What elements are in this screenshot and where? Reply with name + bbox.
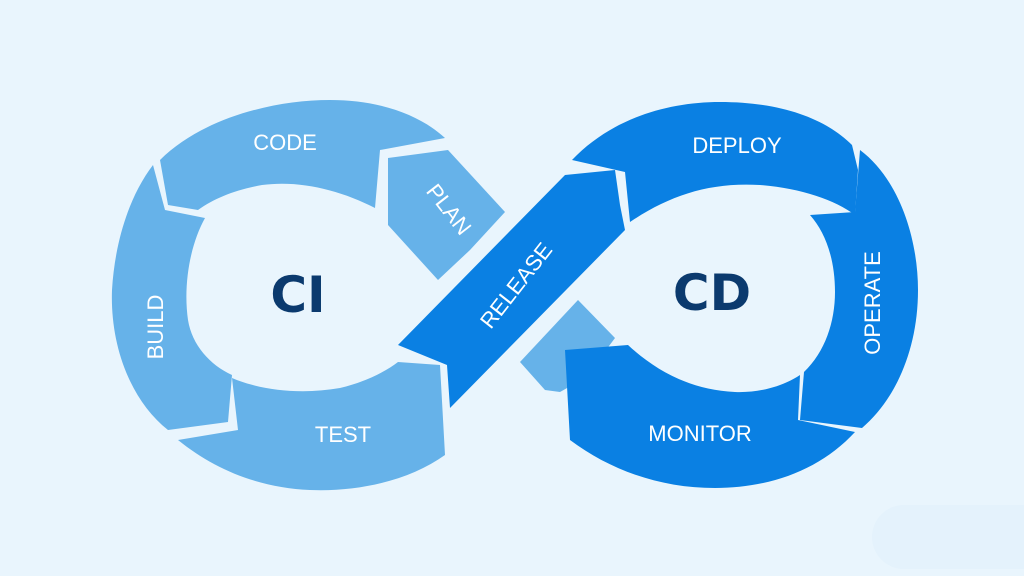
- stage-build[interactable]: [111, 165, 232, 430]
- stage-deploy[interactable]: [572, 102, 858, 222]
- label-code: CODE: [253, 130, 317, 155]
- ci-center-label: CI: [270, 266, 325, 324]
- label-test: TEST: [315, 422, 371, 447]
- label-build: BUILD: [143, 295, 168, 360]
- stage-plan[interactable]: [388, 150, 505, 280]
- cd-loop: [398, 102, 918, 488]
- watermark: [872, 505, 1024, 569]
- cd-center-label: CD: [673, 264, 751, 322]
- stage-operate[interactable]: [800, 150, 918, 428]
- label-monitor: MONITOR: [648, 421, 751, 446]
- label-deploy: DEPLOY: [692, 133, 782, 158]
- stage-monitor[interactable]: [565, 345, 855, 488]
- stage-test[interactable]: [178, 362, 445, 491]
- stage-release[interactable]: [398, 170, 625, 408]
- label-operate: OPERATE: [860, 251, 885, 355]
- stage-code[interactable]: [160, 100, 445, 210]
